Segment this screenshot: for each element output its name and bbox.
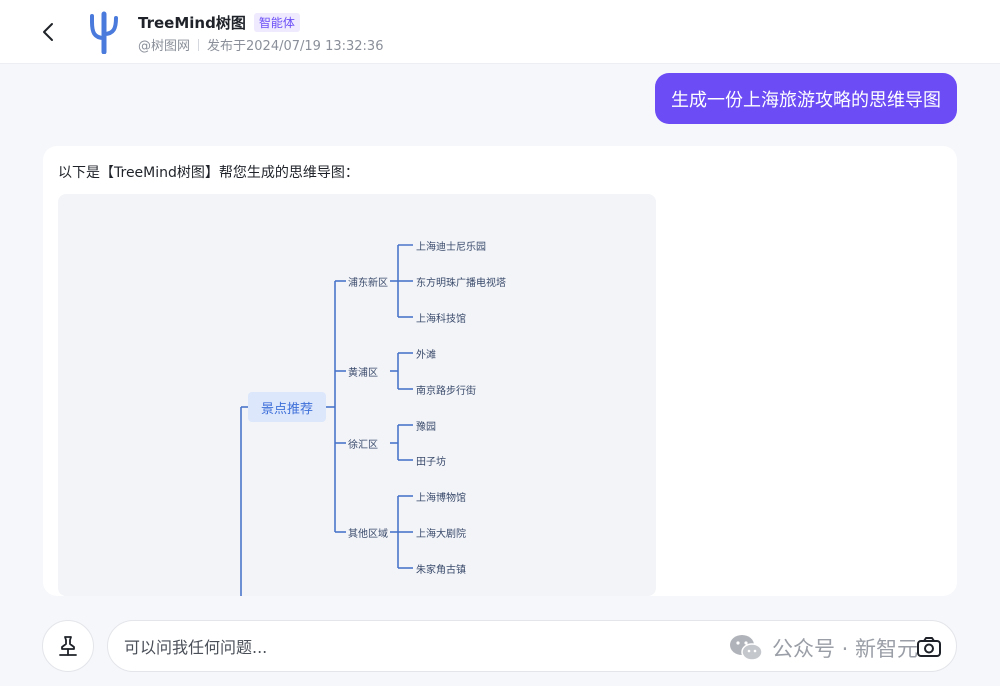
mindmap-leaf-node: 上海迪士尼乐园: [416, 242, 486, 253]
mindmap-leaf-node: 外滩: [416, 350, 436, 361]
mindmap-branch-node: 其他区域: [348, 529, 388, 540]
bottom-bar: 公众号 · 新智元: [0, 612, 1000, 686]
chevron-left-icon: [43, 23, 53, 41]
mindmap-branch-node: 徐汇区: [348, 440, 378, 451]
watermark-text: 公众号 · 新智元: [772, 637, 919, 661]
mindmap-branch-node: 黄浦区: [348, 368, 378, 379]
wechat-icon: [730, 635, 763, 661]
mindmap-leaf-node: 上海博物馆: [416, 493, 466, 504]
camera-button[interactable]: [914, 633, 944, 661]
divider: [198, 38, 200, 51]
chat-input[interactable]: [124, 633, 684, 661]
answer-card: 以下是【TreeMind树图】帮您生成的思维导图： 景点推荐 浦东新区 上海迪士尼…: [43, 146, 957, 596]
mindmap-leaf-node: 南京路步行街: [416, 386, 476, 397]
watermark: 公众号 · 新智元: [728, 633, 918, 663]
pin-icon: [59, 636, 77, 656]
app-title: TreeMind树图: [138, 14, 246, 32]
mindmap-branch-node: 浦东新区: [348, 278, 388, 289]
mindmap-leaf-node: 上海科技馆: [416, 314, 466, 325]
agent-tag: 智能体: [253, 13, 300, 32]
mindmap-leaf-node: 上海大剧院: [416, 529, 466, 540]
mindmap-leaf-node: 豫园: [416, 422, 436, 433]
mindmap-image[interactable]: 景点推荐 浦东新区 上海迪士尼乐园东方明珠广播电视塔上海科技馆黄浦区 外滩南京路步行…: [58, 194, 656, 596]
mindmap-leaf-node: 朱家角古镇: [416, 565, 466, 576]
mindmap-leaf-node: 田子坊: [416, 457, 446, 468]
back-button[interactable]: [34, 18, 62, 46]
chat-input-box[interactable]: 公众号 · 新智元: [107, 620, 957, 672]
publish-time: 发布于2024/07/19 13:32:36: [207, 39, 384, 54]
source-link[interactable]: @树图网: [138, 39, 191, 54]
answer-intro: 以下是【TreeMind树图】帮您生成的思维导图：: [58, 165, 359, 181]
title-row: TreeMind树图 智能体: [138, 12, 300, 33]
mindmap-leaf-node: 东方明珠广播电视塔: [416, 278, 506, 289]
header: TreeMind树图 智能体 @树图网 发布于2024/07/19 13:32:…: [0, 0, 1000, 64]
mindmap-root-node: 景点推荐: [248, 392, 326, 422]
mindmap-lines: [240, 244, 413, 596]
pin-button[interactable]: [42, 620, 94, 672]
user-message-bubble: 生成一份上海旅游攻略的思维导图: [655, 73, 957, 124]
treemind-logo: [86, 10, 122, 55]
camera-icon: [917, 637, 941, 657]
meta-row: @树图网 发布于2024/07/19 13:32:36: [138, 35, 383, 54]
